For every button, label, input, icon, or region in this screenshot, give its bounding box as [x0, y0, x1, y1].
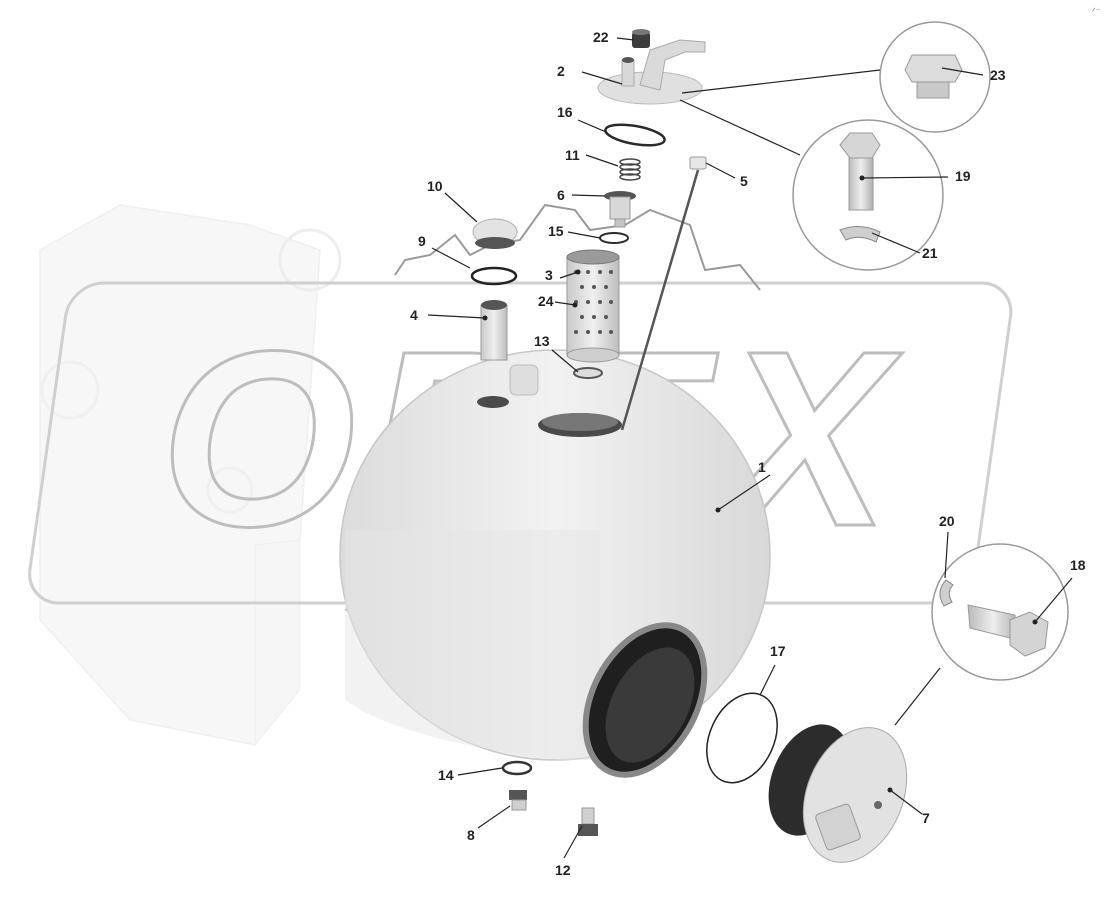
- callout-7: 7: [922, 810, 930, 826]
- callout-labels: 1 2 3 4 5 6 7 8 9 10 11 12 13 14 15 16 1…: [410, 29, 1086, 878]
- part-9-o-ring: [470, 266, 518, 286]
- callout-14: 14: [438, 767, 454, 783]
- corner-mark: ᐟ⁻: [1092, 6, 1101, 16]
- detail-circle-plug: [879, 21, 991, 133]
- detail-circle-banjo-bolt: [931, 543, 1069, 681]
- ghost-engine-block: [39, 204, 342, 747]
- callout-19: 19: [955, 168, 971, 184]
- part-4-sleeve: [480, 300, 508, 361]
- part-14-washer: [501, 760, 533, 776]
- callout-16: 16: [557, 104, 573, 120]
- part-8-drain-plug: [509, 790, 527, 811]
- callout-15: 15: [548, 223, 564, 239]
- callout-11: 11: [565, 147, 580, 163]
- callout-13: 13: [534, 333, 550, 349]
- part-1-tank-body: [339, 349, 771, 778]
- part-12-fitting: [578, 807, 598, 836]
- part-13-seat-ring: [573, 367, 603, 379]
- callout-10: 10: [427, 178, 443, 194]
- callout-18: 18: [1070, 557, 1086, 573]
- detail-circle-bolt: [792, 119, 944, 271]
- callout-17: 17: [770, 643, 786, 659]
- callout-12: 12: [555, 862, 571, 878]
- gear-outline-top: [394, 203, 761, 291]
- callout-20: 20: [939, 513, 955, 529]
- callout-5: 5: [740, 173, 748, 189]
- callout-24: 24: [538, 293, 554, 309]
- callout-9: 9: [418, 233, 426, 249]
- callout-21: 21: [922, 245, 938, 261]
- callout-23: 23: [990, 67, 1006, 83]
- part-11-spring: [619, 158, 641, 181]
- part-6-valve: [604, 191, 636, 228]
- callout-22: 22: [593, 29, 609, 45]
- leader-dots: [482, 175, 1038, 793]
- part-2-cover-plate: [597, 39, 706, 105]
- part-15-ring: [599, 232, 629, 244]
- part-22-small-cap: [632, 29, 650, 48]
- part-17-gasket: [706, 692, 778, 784]
- callout-4: 4: [410, 307, 418, 323]
- callout-8: 8: [467, 827, 475, 843]
- leader-lines: [427, 37, 1073, 859]
- callout-3: 3: [545, 267, 553, 283]
- part-10-cap: [472, 218, 518, 249]
- tank-flange-opening: [582, 622, 708, 778]
- callout-6: 6: [557, 187, 565, 203]
- callout-2: 2: [557, 63, 565, 79]
- part-3-filter-element: [566, 249, 620, 363]
- part-7-pump-assembly: [768, 724, 908, 863]
- part-16-o-ring: [604, 123, 666, 147]
- callout-1: 1: [758, 459, 766, 475]
